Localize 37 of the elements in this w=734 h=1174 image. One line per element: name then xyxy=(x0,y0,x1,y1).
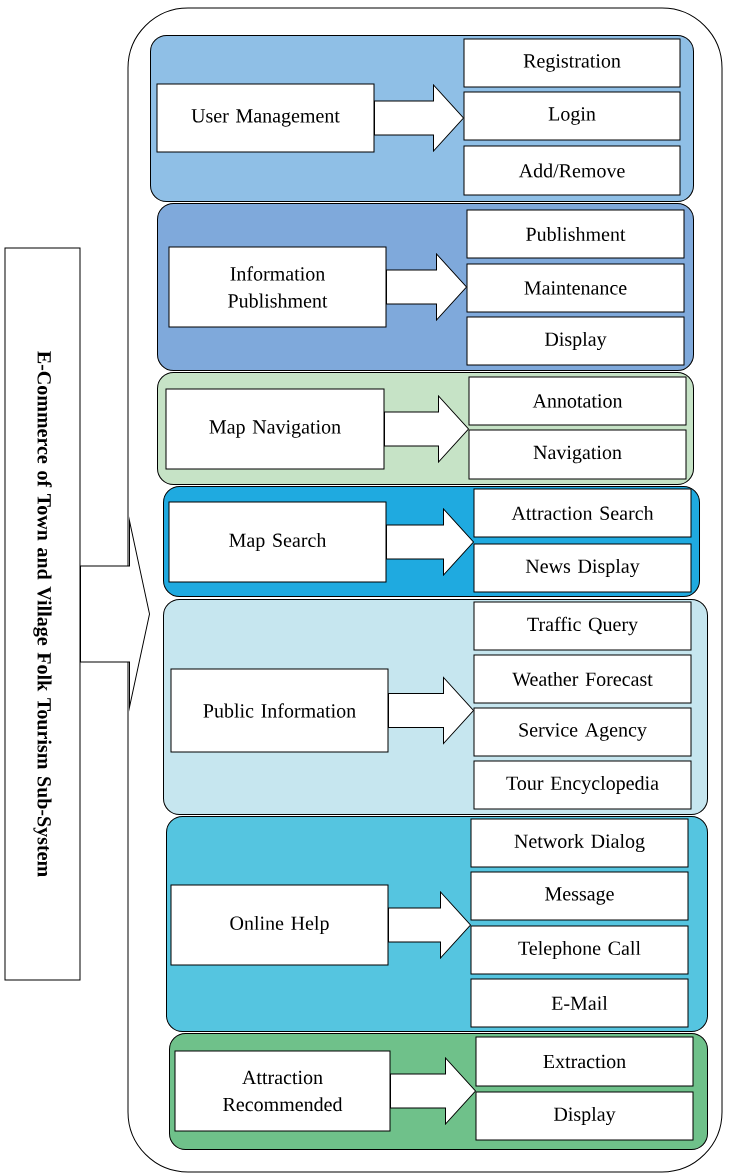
function-box: Telephone Call xyxy=(470,925,689,975)
function-box: E-Mail xyxy=(470,978,689,1028)
function-box: Extraction xyxy=(475,1036,694,1087)
module-box: Public Information xyxy=(170,668,389,753)
function-box: Annotation xyxy=(468,376,687,426)
function-box: Network Dialog xyxy=(470,818,689,868)
system-box: E-Commerce of Town and Village Folk Tourism Sub-System xyxy=(4,247,81,981)
module-box: Attraction Recommended xyxy=(174,1050,391,1132)
function-box: Display xyxy=(475,1091,694,1141)
container-outline xyxy=(127,7,723,1173)
block-arrow xyxy=(390,1057,476,1125)
module-box: Map Search xyxy=(168,501,387,583)
function-box: Attraction Search xyxy=(473,488,692,538)
function-box: Traffic Query xyxy=(473,601,692,651)
block-arrow xyxy=(388,891,471,959)
block-arrow xyxy=(388,677,474,744)
block-arrow xyxy=(80,520,150,708)
function-box: Navigation xyxy=(468,429,687,480)
block-arrow xyxy=(386,508,474,576)
function-box: Weather Forecast xyxy=(473,654,692,704)
block-arrow xyxy=(374,84,464,152)
block-arrow xyxy=(386,253,467,321)
module-box: User Management xyxy=(156,83,375,153)
function-box: Registration xyxy=(463,38,681,88)
function-box: Add/Remove xyxy=(463,145,681,196)
module-box: Map Navigation xyxy=(165,388,385,470)
function-box: Login xyxy=(463,91,681,141)
module-box: Information Publishment xyxy=(168,246,387,328)
function-box: Service Agency xyxy=(473,707,692,757)
function-box: Display xyxy=(466,316,685,366)
block-arrow xyxy=(384,395,469,463)
module-box: Online Help xyxy=(170,884,389,966)
function-box: Maintenance xyxy=(466,263,685,313)
function-box: Publishment xyxy=(466,209,685,259)
function-box: Message xyxy=(470,871,689,921)
function-box: Tour Encyclopedia xyxy=(473,760,692,810)
function-box: News Display xyxy=(473,543,692,593)
